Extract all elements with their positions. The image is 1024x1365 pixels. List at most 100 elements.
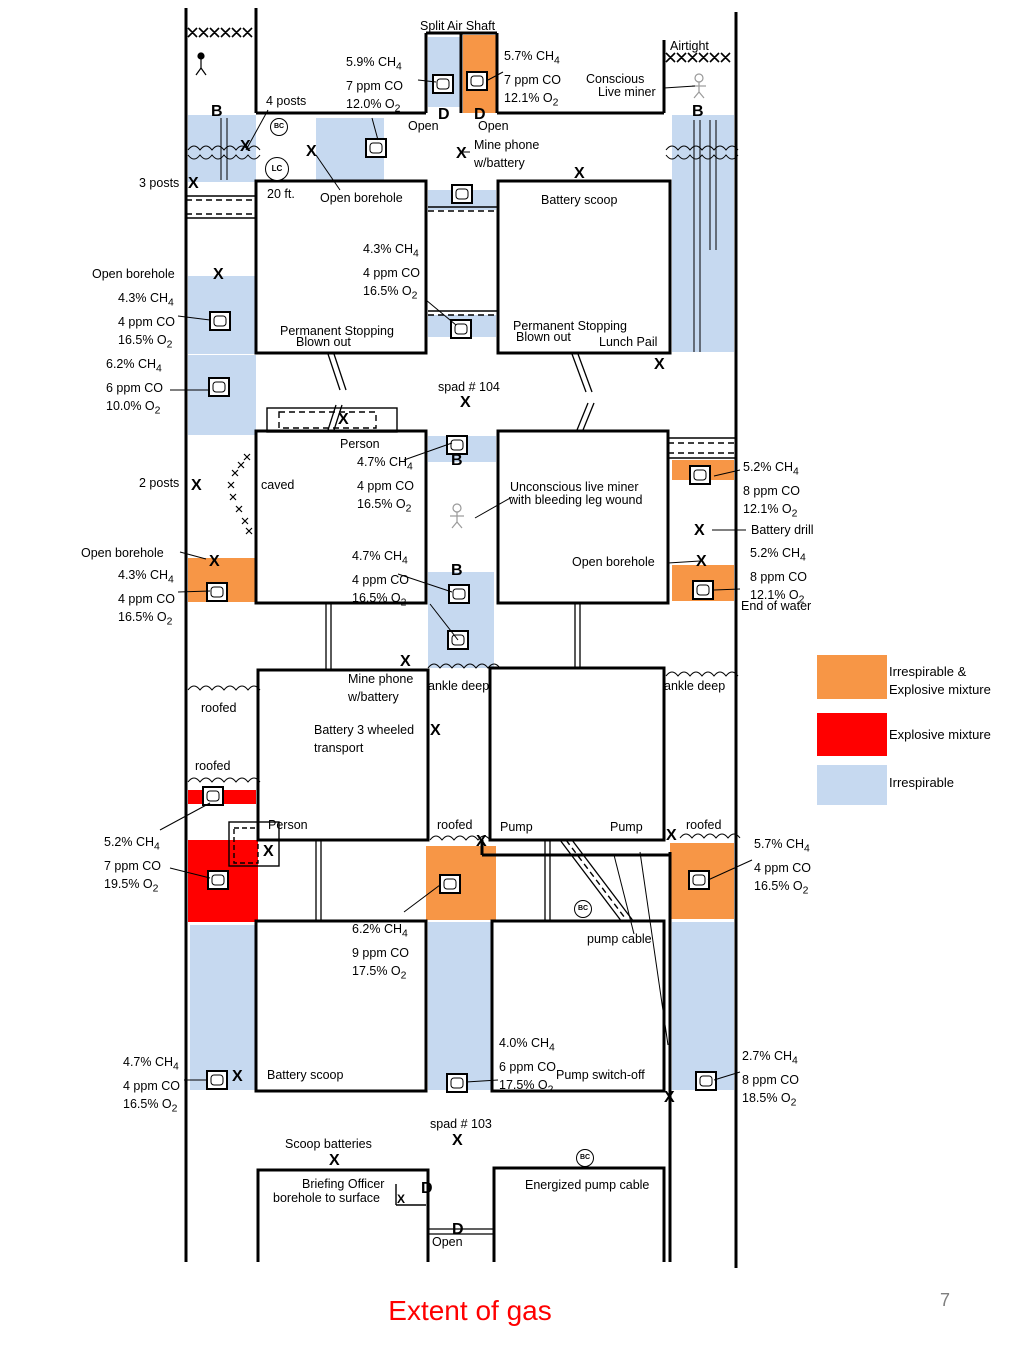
- x-mark: X: [574, 165, 585, 182]
- x-mark: X: [430, 722, 441, 739]
- ladder-icon: [220, 118, 717, 352]
- zone-irrespirable: [672, 115, 734, 352]
- three-posts-label: 3 posts: [139, 176, 180, 190]
- door-open-label: Open: [432, 1235, 463, 1249]
- x-mark: X: [694, 522, 705, 539]
- mine-phone-battery-label: w/battery: [474, 156, 525, 170]
- page-title: Extent of gas: [388, 1295, 552, 1326]
- x-mark: X: [654, 356, 665, 373]
- bleeding-leg-label: with bleeding leg wound: [509, 493, 643, 507]
- pump-label: Pump: [500, 820, 533, 834]
- sensor-icon: [451, 184, 473, 204]
- mine-phone-battery-label: w/battery: [348, 690, 399, 704]
- open-borehole-label: Open borehole: [572, 555, 655, 569]
- x-mark: X: [664, 1089, 675, 1106]
- gas-reading: 5.2% CH4 8 ppm CO 12.1% O2: [750, 546, 807, 605]
- end-of-water-label: End of water: [741, 599, 812, 613]
- legend-label: Irrespirable: [889, 775, 955, 790]
- blown-out-label: Blown out: [516, 330, 571, 344]
- zone-irrespirable: [428, 922, 492, 1090]
- ankle-deep-label: ankle deep: [428, 679, 490, 693]
- roofed-label: roofed: [201, 701, 237, 715]
- leader-lines: [159, 71, 753, 1083]
- door-d-mark: D: [421, 1180, 433, 1197]
- door-d-mark: D: [452, 1221, 464, 1238]
- legend-swatch-explosive: [817, 713, 887, 756]
- roofed-label: roofed: [437, 818, 473, 832]
- mine-walls: [184, 8, 738, 1268]
- legend-label: Explosive mixture: [889, 727, 991, 742]
- x-mark: X: [452, 1132, 463, 1149]
- bc-badge: BC: [270, 118, 288, 136]
- x-mark: X: [263, 843, 274, 860]
- sensor-icon: [208, 377, 230, 397]
- spad-label: spad # 104: [438, 380, 500, 394]
- gas-reading: 4.7% CH4 4 ppm CO 16.5% O2: [123, 1055, 180, 1114]
- zone-irrespirable: [428, 37, 460, 107]
- person-label: Person: [340, 437, 380, 451]
- x-mark: X: [460, 394, 471, 411]
- two-posts-label: 2 posts: [139, 476, 180, 490]
- legend-label: Irrespirable &Explosive mixture: [889, 664, 991, 697]
- x-mark: X: [338, 411, 349, 428]
- unconscious-miner-label: Unconscious live miner: [510, 480, 639, 494]
- open-borehole-label: Open borehole: [92, 267, 175, 281]
- ankle-deep-label: ankle deep: [664, 679, 726, 693]
- x-mark: X: [232, 1068, 243, 1085]
- x-mark: X: [191, 477, 202, 494]
- gas-reading: 4.3% CH4 4 ppm CO 16.5% O2: [363, 242, 420, 301]
- x-mark: X: [240, 138, 251, 155]
- twenty-ft-label: 20 ft.: [267, 187, 295, 201]
- battery-transport-label: Battery 3 wheeled: [314, 723, 415, 737]
- roofed-label: roofed: [686, 818, 722, 832]
- door-open-label: Open: [408, 119, 439, 133]
- energized-pump-cable-label: Energized pump cable: [525, 1178, 650, 1192]
- x-mark: X: [306, 143, 317, 160]
- caved-label: caved: [261, 478, 295, 492]
- roofed-label: roofed: [195, 759, 231, 773]
- open-borehole-label: Open borehole: [320, 191, 403, 205]
- miner-figure-icon: [195, 52, 207, 76]
- sensor-icon: [206, 582, 228, 602]
- sensor-icon: [446, 1073, 468, 1093]
- sensor-icon: [695, 1071, 717, 1091]
- sensor-icon: [439, 874, 461, 894]
- sensor-icon: [365, 138, 387, 158]
- track-lines: [315, 353, 635, 1235]
- dashed-structures: [186, 195, 736, 1206]
- pump-label: Pump: [610, 820, 643, 834]
- sensor-icon: [688, 870, 710, 890]
- gas-reading: 5.7% CH4 4 ppm CO 16.5% O2: [754, 837, 811, 896]
- pump-switch-off-label: Pump switch-off: [556, 1068, 645, 1082]
- sensor-icon: [202, 786, 224, 806]
- door-d-mark: D: [474, 106, 486, 123]
- door-d-mark: D: [438, 106, 450, 123]
- transport-label: transport: [314, 741, 364, 755]
- zone-irrespirable: [672, 922, 734, 1090]
- sensor-icon: [692, 580, 714, 600]
- sensor-icon: [432, 74, 454, 94]
- miner-figure-icon: [692, 73, 706, 99]
- gas-reading: 4.7% CH4 4 ppm CO 16.5% O2: [357, 455, 414, 514]
- battery-drill-label: Battery drill: [751, 523, 814, 537]
- sensor-icon: [448, 584, 470, 604]
- battery-scoop-label: Battery scoop: [541, 193, 618, 207]
- gas-reading: 2.7% CH4 8 ppm CO 18.5% O2: [742, 1049, 799, 1108]
- briefing-officer-label: Briefing Officer: [302, 1177, 385, 1191]
- sensor-icon: [209, 311, 231, 331]
- lunch-pail-label: Lunch Pail: [599, 335, 658, 349]
- miner-figure-icon: [450, 503, 464, 529]
- live-miner-label: Live miner: [598, 85, 656, 99]
- sensor-icon: [206, 1070, 228, 1090]
- gas-reading: 6.2% CH4 9 ppm CO 17.5% O2: [352, 922, 409, 981]
- x-mark: X: [476, 833, 487, 850]
- x-mark: X: [456, 145, 467, 162]
- split-air-shaft-label: Split Air Shaft: [420, 19, 496, 33]
- borehole-surface-label: borehole to surface: [273, 1191, 381, 1205]
- gas-reading: 6.2% CH4 6 ppm CO 10.0% O2: [106, 357, 163, 416]
- permanent-stopping-label: Permanent Stopping: [513, 319, 627, 333]
- x-mark: X: [696, 553, 707, 570]
- gas-reading: 4.3% CH4 4 ppm CO 16.5% O2: [118, 291, 175, 350]
- curtain-icon: [187, 145, 741, 841]
